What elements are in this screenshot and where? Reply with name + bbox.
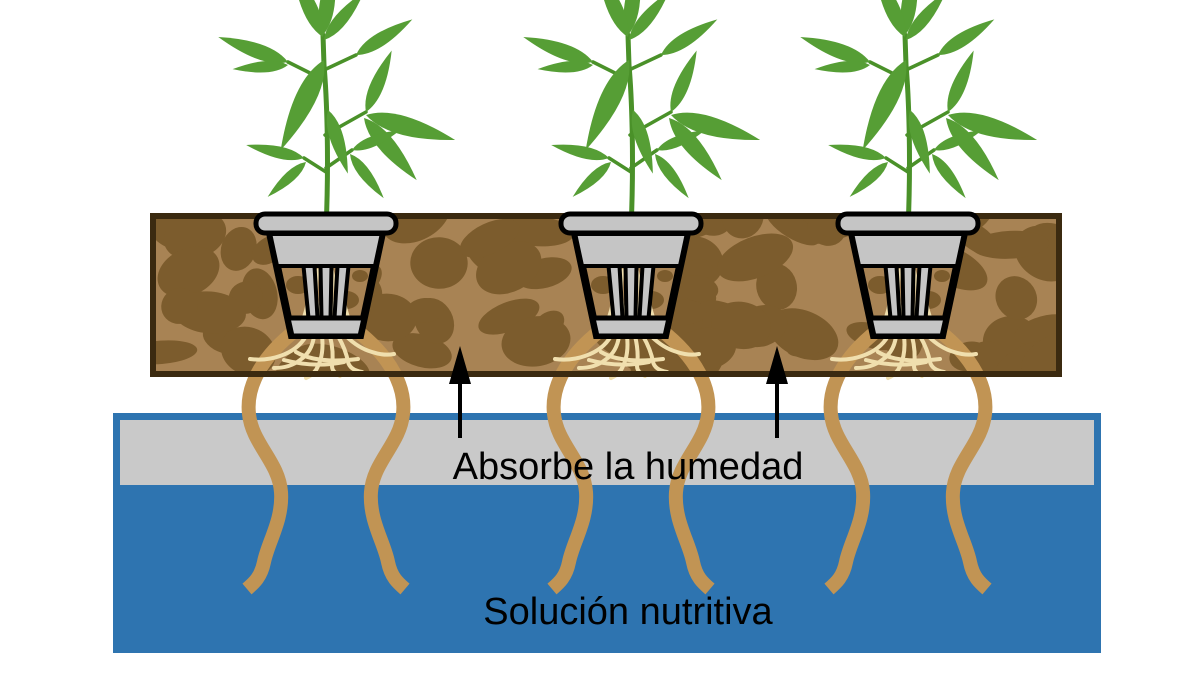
pebble xyxy=(717,233,794,282)
pebble xyxy=(157,246,220,298)
pebble xyxy=(381,216,451,244)
pebble xyxy=(163,216,227,260)
pebble xyxy=(220,226,257,271)
pebble xyxy=(756,263,798,310)
pebble xyxy=(476,241,542,295)
label-solucion-nutritiva: Solución nutritiva xyxy=(483,591,773,633)
pebble xyxy=(995,276,1038,320)
pebble xyxy=(677,275,719,302)
pebble xyxy=(358,293,417,342)
pebble xyxy=(478,298,540,335)
pebble xyxy=(459,218,520,258)
pebble xyxy=(161,287,198,324)
moisture-arrow-left xyxy=(449,346,471,438)
pebble xyxy=(410,237,468,289)
arrow-up-icon xyxy=(766,346,788,384)
pebble xyxy=(501,316,571,367)
pebble xyxy=(786,328,837,357)
arrow-up-icon xyxy=(449,346,471,384)
label-absorbe-humedad: Absorbe la humedad xyxy=(453,446,804,488)
pebble xyxy=(406,297,444,323)
pebble xyxy=(153,340,198,365)
moisture-arrow-right xyxy=(766,346,788,438)
